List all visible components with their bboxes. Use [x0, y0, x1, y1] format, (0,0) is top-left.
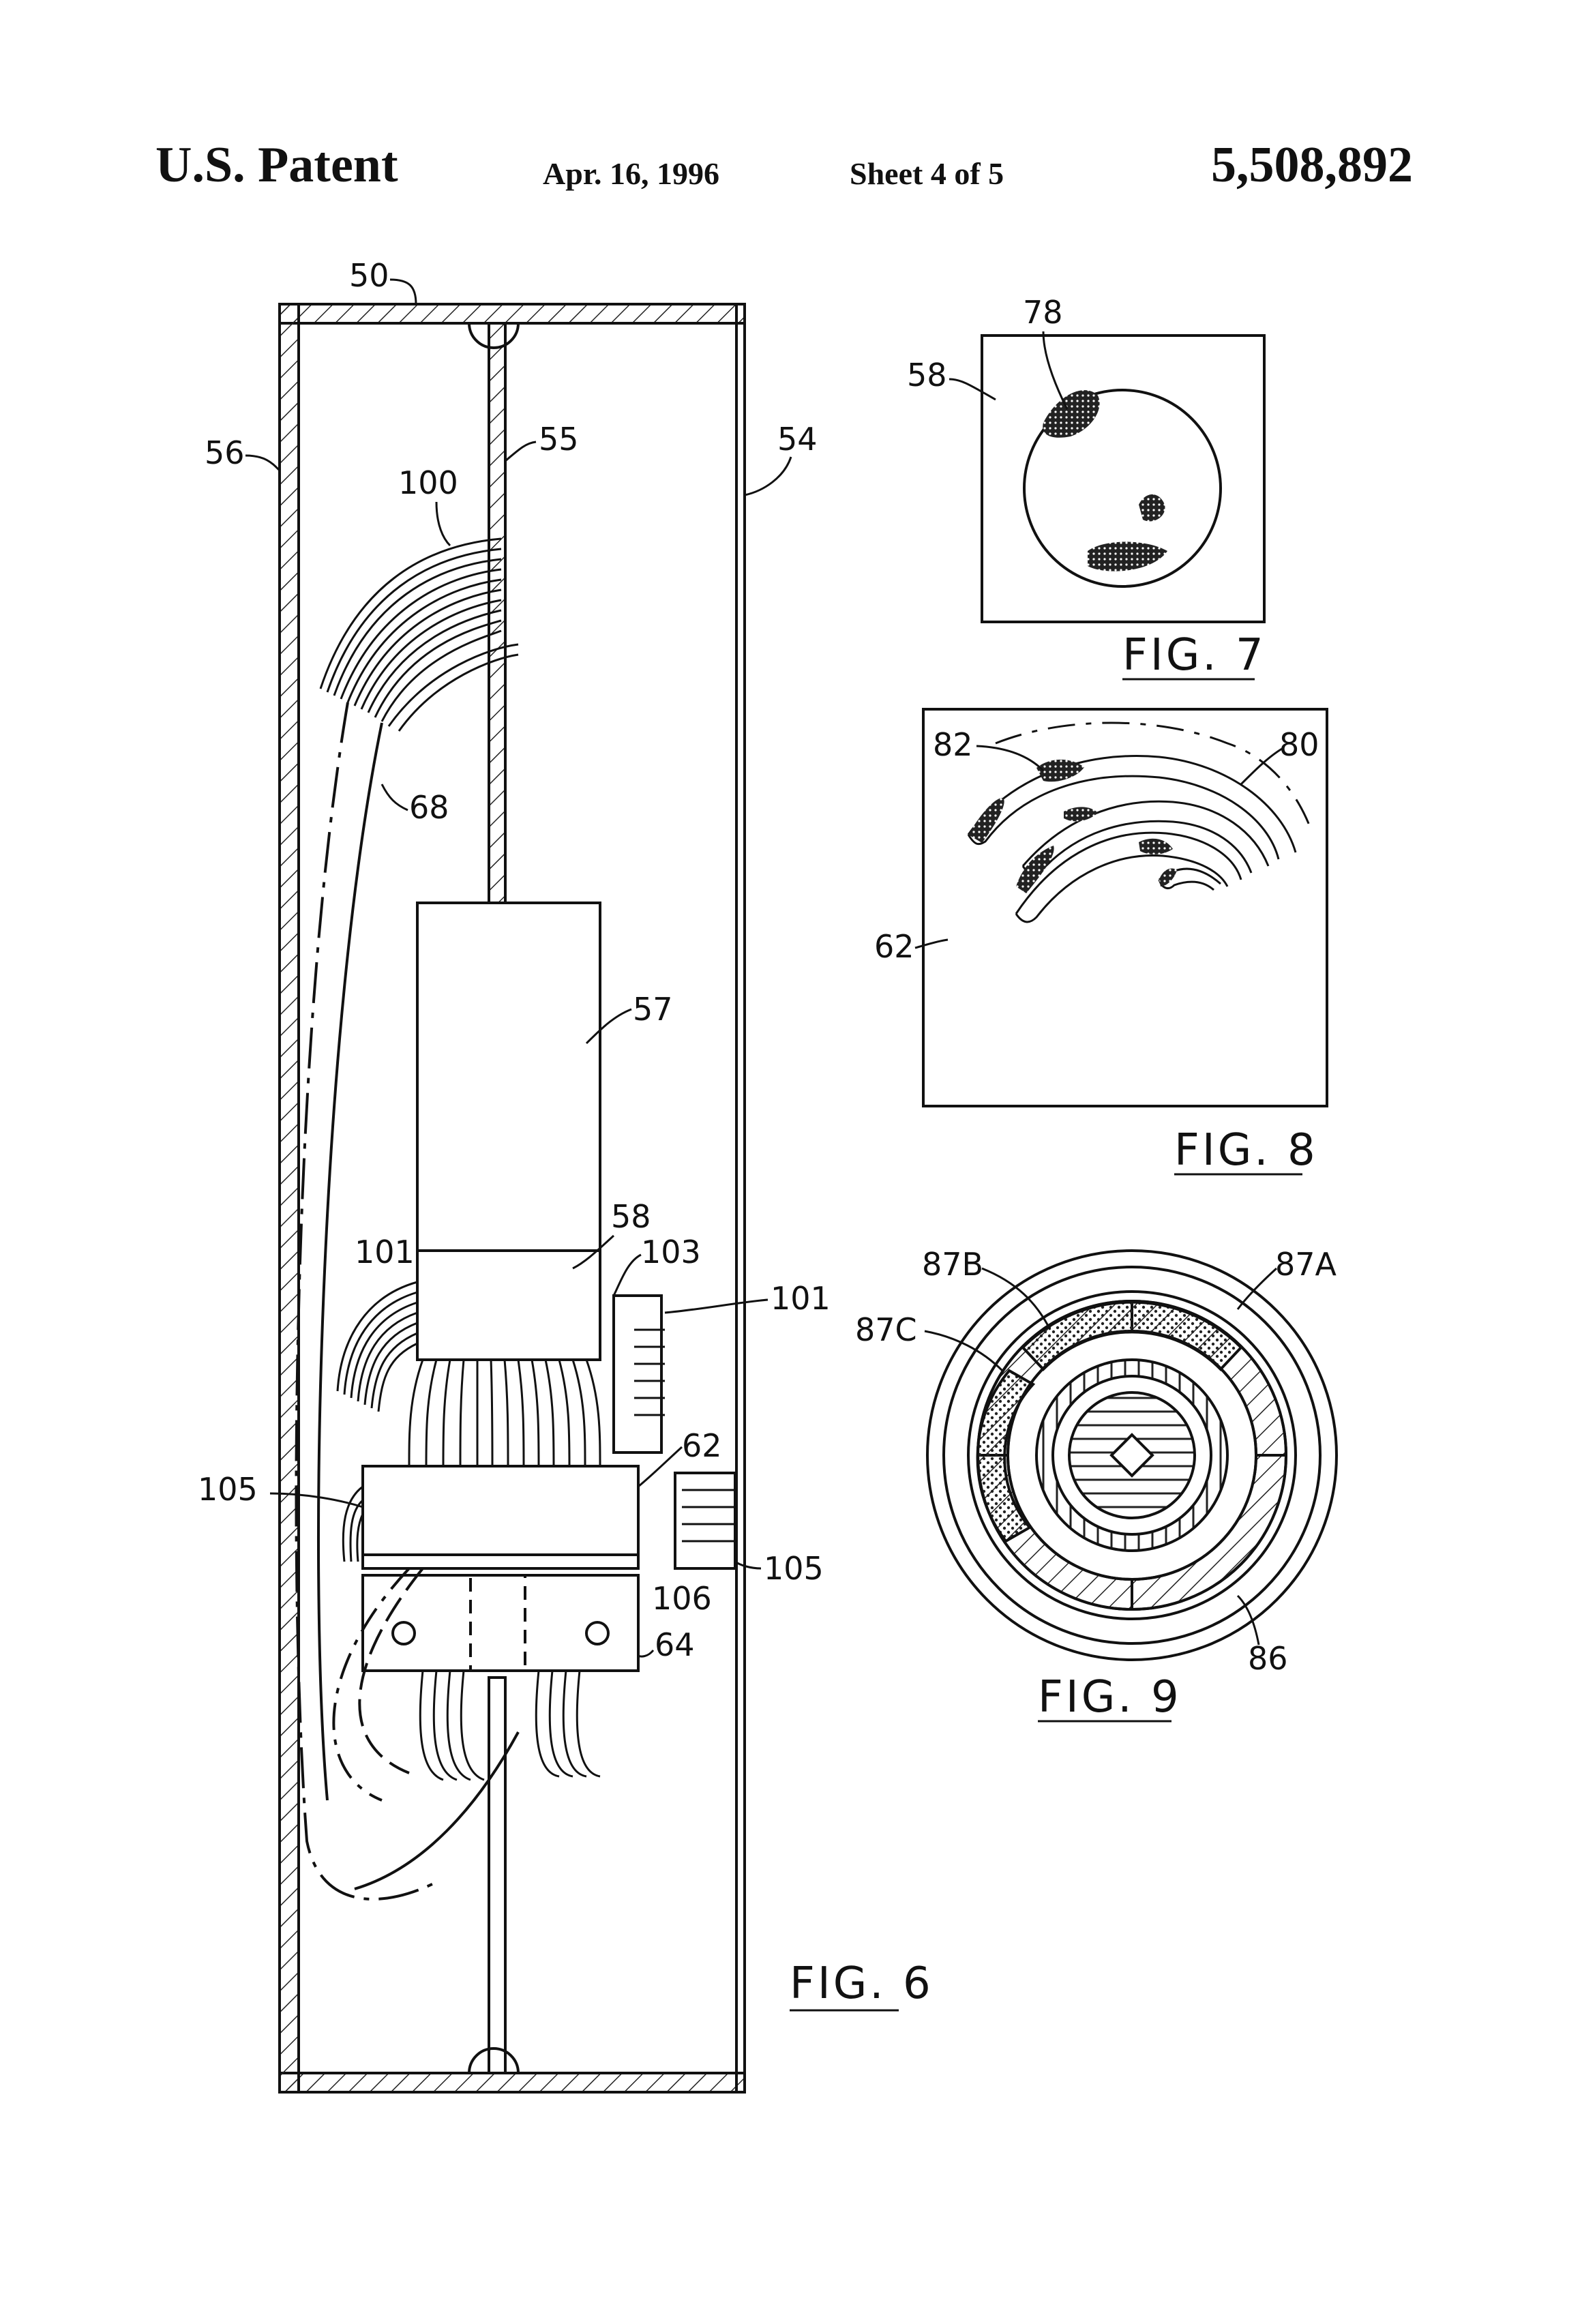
- spot-78: [1043, 390, 1099, 438]
- fig9-drawing: [927, 1251, 1337, 1660]
- label-57: 57: [633, 991, 673, 1028]
- module-58: [417, 1251, 600, 1360]
- label-87C: 87C: [855, 1311, 917, 1348]
- label-78: 78: [1023, 294, 1063, 331]
- label-54: 54: [777, 421, 818, 458]
- fig8-drawing: [923, 709, 1327, 1106]
- fiber-bundle-101-left: [338, 1282, 417, 1412]
- fiber-tracks-80: [968, 723, 1309, 922]
- label-55: 55: [539, 421, 579, 458]
- fiber-array: [409, 1360, 600, 1466]
- label-87A: 87A: [1275, 1246, 1337, 1283]
- label-87B: 87B: [922, 1246, 983, 1283]
- label-62: 62: [682, 1427, 722, 1464]
- fig9-caption: FIG. 9: [1038, 1672, 1182, 1723]
- fig6-drawing: [280, 304, 745, 2092]
- fiber-bundle-bottom: [420, 1671, 600, 1780]
- label-68: 68: [409, 789, 449, 826]
- left-wall-56: [280, 304, 299, 2092]
- label-82: 82: [933, 726, 973, 763]
- label-105-left: 105: [198, 1471, 258, 1508]
- label-105-right: 105: [764, 1550, 824, 1587]
- top-wall-50: [280, 304, 745, 323]
- label-106: 106: [652, 1580, 712, 1617]
- label-56: 56: [205, 434, 245, 471]
- module-57: [417, 903, 600, 1251]
- fig6-caption: FIG. 6: [790, 1958, 934, 2009]
- fig7-caption: FIG. 7: [1122, 630, 1266, 681]
- label-103: 103: [641, 1234, 701, 1270]
- label-101-right: 101: [771, 1280, 831, 1317]
- module-62: [363, 1466, 638, 1555]
- connector-105: [675, 1473, 735, 1568]
- module-62-face: [923, 709, 1327, 1106]
- label-62-fig8: 62: [874, 928, 914, 965]
- label-100: 100: [398, 464, 458, 501]
- bottom-wall: [280, 2073, 745, 2092]
- label-86: 86: [1248, 1640, 1288, 1677]
- fig6-leader-lines: [245, 280, 899, 2010]
- connector-103: [614, 1296, 661, 1452]
- label-58-fig7: 58: [907, 357, 947, 393]
- fig8-caption: FIG. 8: [1174, 1125, 1318, 1176]
- fig7-drawing: [982, 336, 1264, 622]
- label-101-left: 101: [355, 1234, 415, 1270]
- fiber-loop-68: [296, 702, 436, 1899]
- label-58: 58: [611, 1198, 651, 1235]
- label-64: 64: [655, 1626, 695, 1663]
- label-80: 80: [1279, 726, 1319, 763]
- label-50: 50: [349, 257, 389, 294]
